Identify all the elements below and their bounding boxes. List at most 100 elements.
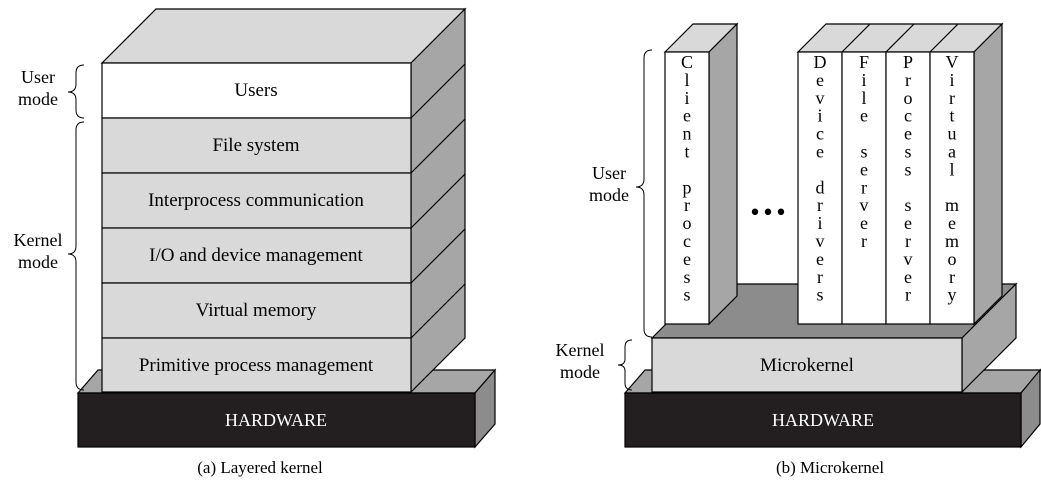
server-label-letter: e [860,213,868,233]
server-label-letter: r [684,195,690,215]
server-label-letter: p [683,177,692,197]
micro-user-mode-brace [635,49,653,338]
microkernel-label: Microkernel [760,355,854,376]
layer-label: File system [212,135,299,156]
server-label-letter: r [905,70,911,90]
server-label-letter: v [860,195,869,215]
user-mode-label: mode [18,89,58,109]
micro-hardware-block [624,392,1022,448]
server-label-letter: o [683,213,692,233]
server-label-letter: P [903,52,913,72]
server-label-letter: t [949,106,954,126]
server-label-letter: r [949,88,955,108]
server-label-letter: e [816,70,824,90]
layer-io [101,227,412,284]
layered-caption: (a) Layered kernel [197,458,323,477]
server-label-letter: r [817,195,823,215]
micro-user-mode-label: mode [589,185,629,205]
kernel-mode-label: mode [18,252,58,272]
server-label-letter: n [683,124,692,144]
server-label-letter: e [860,159,868,179]
micro-caption: (b) Microkernel [776,458,884,477]
server-label-letter: s [816,285,823,305]
client-column-side [708,22,738,326]
server-label-letter: e [904,124,912,144]
server-label-letter: v [816,231,825,251]
layered-hardware-label: HARDWARE [225,410,327,430]
server-label-letter: e [816,249,824,269]
layer-label: Virtual memory [196,300,317,321]
server-label-letter: l [684,70,689,90]
server-label-letter: e [904,213,912,233]
servers-top-dividers [841,23,959,53]
server-label-letter: m [945,231,959,251]
server-label-letter: c [904,106,912,126]
server-label-letter: s [683,285,690,305]
server-label-letter: i [817,213,822,233]
layer-primitive-process [101,337,412,393]
server-label-letter: y [948,285,957,305]
server-label-letter: v [904,249,913,269]
file-server-column [841,51,887,325]
layered-kernel: HARDWARE Users File system Interprocess … [14,7,497,477]
server-label-letter: l [861,88,866,108]
server-label-letter: e [860,106,868,126]
server-label-letter: s [683,267,690,287]
server-label-letter: e [948,213,956,233]
layer-label: Primitive process management [139,355,374,376]
micro-user-mode-label: User [592,163,626,183]
server-label-letter: e [816,142,824,162]
server-label-letter: o [948,249,957,269]
layered-stack-top [100,8,467,64]
server-label-letter: C [681,52,693,72]
layered-side-dividers [410,63,466,339]
server-label-letter: F [859,52,869,72]
server-label-letter: r [861,177,867,197]
server-label-letter: s [904,142,911,162]
server-label-letter: r [861,231,867,251]
kernel-mode-label: Kernel [14,230,63,250]
client-process-column [664,51,710,325]
server-label-letter: a [948,142,956,162]
device-drivers-column [797,51,843,325]
server-label-letter: i [949,70,954,90]
server-label-letter: s [860,142,867,162]
micro-kernel-mode-label: mode [560,362,600,382]
user-mode-label: User [21,67,55,87]
server-label-letter: m [945,195,959,215]
server-label-letter: s [904,195,911,215]
server-label-letter: r [817,267,823,287]
virtual-memory-column [929,51,975,325]
server-label-letter: s [904,159,911,179]
server-label-letter: o [904,88,913,108]
layer-label: I/O and device management [149,245,363,266]
process-server-column [885,51,931,325]
micro-kernel-mode-label: Kernel [556,340,605,360]
layer-users [101,62,412,119]
server-label-letter: D [814,52,827,72]
server-label-letter: l [949,159,954,179]
server-label-letter: t [684,142,689,162]
server-label-letter: r [905,231,911,251]
layer-file-system [101,117,412,174]
server-label-letter: i [684,88,689,108]
server-label-letter: r [905,285,911,305]
server-label-letter: e [683,106,691,126]
kernel-mode-brace [67,121,85,391]
server-label-letter: V [946,52,959,72]
user-mode-brace [67,64,85,119]
server-label-letter: r [949,267,955,287]
server-label-letter: i [861,70,866,90]
server-label-letter: e [683,249,691,269]
microkernel-block [651,337,963,393]
server-label-letter: d [816,177,825,197]
server-label-letter: i [817,106,822,126]
servers-side [973,22,1003,326]
server-label-letter: v [816,88,825,108]
server-label-letter: c [683,231,691,251]
